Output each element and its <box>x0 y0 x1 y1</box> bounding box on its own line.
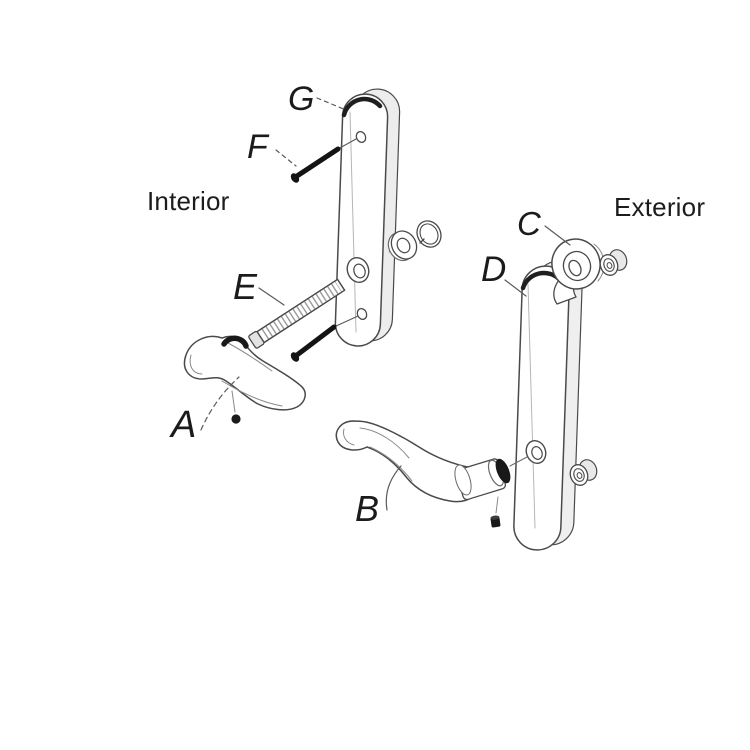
set-screw-alignment-line <box>495 496 499 514</box>
screw-shaft <box>294 146 341 179</box>
exterior-set-screw <box>490 496 501 528</box>
backplate-top-shading <box>341 96 383 118</box>
cap-center <box>576 472 583 479</box>
leader-line-a <box>200 376 240 431</box>
lever-top-contour <box>359 427 410 459</box>
backplate-front-face <box>334 93 389 347</box>
lever-body <box>335 420 476 503</box>
leader-line-b <box>385 465 402 511</box>
set-screw-top <box>490 515 500 520</box>
exterior-side-label: Exterior <box>614 192 706 222</box>
backplate-top-screw-hole <box>355 131 367 143</box>
snap-ring-notch <box>419 238 425 244</box>
part-label-c: C <box>517 205 541 242</box>
leader-line-f <box>275 149 297 167</box>
backplate-contour-line <box>527 283 536 529</box>
set-screw-alignment-line <box>231 390 236 413</box>
spindle-washer <box>387 230 418 262</box>
backplate-front-face <box>513 265 570 551</box>
screw-shaft <box>294 324 337 358</box>
leader-line-e <box>258 287 285 306</box>
spindle <box>248 278 346 349</box>
shank-alignment-line <box>509 456 528 467</box>
screw-head <box>290 352 300 362</box>
snap-ring <box>416 220 442 248</box>
lever-butt-contour <box>189 354 203 375</box>
cap-center <box>606 262 613 269</box>
interior-side-label: Interior <box>147 186 230 216</box>
thumbturn-slot <box>568 259 582 277</box>
set-screw-ball <box>231 414 241 424</box>
screw-alignment-line <box>333 315 359 328</box>
backplate-spindle-hole-inner <box>353 263 366 279</box>
backplate-contour-line <box>349 111 357 333</box>
thumbturn <box>551 238 605 305</box>
mounting-screw-bottom <box>290 315 359 362</box>
leader-line-c <box>544 225 571 246</box>
part-label-e: E <box>233 266 258 307</box>
part-label-b: B <box>355 488 380 529</box>
set-screw-body <box>490 515 501 528</box>
backplate-hole-inner <box>531 446 543 460</box>
cylinder-cap-lower <box>569 459 598 486</box>
washer-inner <box>396 237 411 254</box>
mounting-screw-top <box>290 138 357 183</box>
spindle-end-cap <box>248 330 265 349</box>
screw-alignment-line <box>337 138 357 150</box>
part-label-a: A <box>171 404 197 446</box>
cylinder-cap-upper <box>599 249 628 276</box>
part-label-g: G <box>288 80 315 118</box>
interior-lever <box>183 335 306 411</box>
shank-base-ellipse <box>454 464 472 496</box>
exterior-backplate <box>513 260 583 551</box>
shank-dark-band <box>495 458 511 484</box>
lever-body <box>183 335 306 411</box>
lever-neck-shading <box>221 335 249 349</box>
exterior-lever <box>335 420 528 503</box>
lever-top-contour <box>227 342 273 372</box>
spindle-ribs <box>261 280 343 340</box>
part-label-f: F <box>247 128 268 166</box>
screw-head <box>290 173 300 183</box>
lever-butt-contour <box>343 428 355 446</box>
lever-bottom-contour <box>221 380 283 407</box>
interior-backplate <box>334 88 401 347</box>
part-label-d: D <box>481 250 507 289</box>
interior-set-screw <box>231 390 241 424</box>
lever-bottom-contour <box>369 446 413 482</box>
exterior-assembly <box>335 225 628 551</box>
leader-line-g <box>316 97 347 111</box>
leader-line-d <box>504 279 527 297</box>
interior-assembly <box>183 88 442 431</box>
